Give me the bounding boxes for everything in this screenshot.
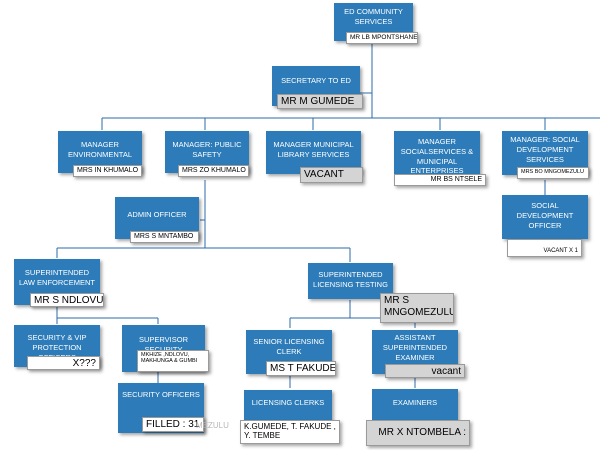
manager-library-name-tag: VACANT [300, 167, 363, 183]
licensing-clerks-name-tag: K.GUMEDE, T. FAKUDE , Y. TEMBE [240, 420, 340, 444]
manager-social-development-name-tag: MRS BO MNGOMEZULU [517, 167, 589, 179]
manager-library-services-box: MANAGER MUNICIPAL LIBRARY SERVICES [266, 131, 361, 174]
security-vip-name-tag: X??? [27, 356, 100, 370]
examiners-name-tag: MR X NTOMBELA : [366, 420, 470, 446]
licensing-testing-name-tag: MR S MNGOMEZULU [380, 293, 454, 323]
law-enforcement-name-tag: MR S NDLOVU [30, 293, 104, 307]
manager-public-safety-name-tag: MRS ZO KHUMALO [178, 165, 249, 177]
senior-licensing-name-tag: MS T FAKUDE [266, 361, 336, 376]
security-officers-name-tag: FILLED : 31 [142, 417, 204, 432]
superintended-licensing-testing-box: SUPERINTENDED LICENSING TESTING [308, 263, 393, 299]
social-development-officer-name-tag: VACANT X 1 [507, 239, 582, 257]
manager-social-services-box: MANAGER SOCIALSERVICES & MUNICIPAL ENTER… [394, 131, 480, 180]
manager-social-services-name-tag: MR BS NTSELE [394, 174, 486, 186]
security-officers-faded-text: MEZULU [196, 421, 229, 430]
social-development-officer-box: SOCIAL DEVELOPMENT OFFICER [502, 195, 588, 239]
assistant-examiner-name-tag: vacant [385, 364, 465, 378]
secretary-name-tag: MR M GUMEDE [277, 94, 363, 109]
supervisor-security-name-tag: MKHIZE ,NDLOVU, MAKHUNGA & GUMBI [137, 350, 209, 372]
manager-environmental-name-tag: MRS IN KHUMALO [73, 165, 142, 177]
admin-officer-name-tag: MRS S MNTAMBO [130, 231, 199, 243]
ed-name-tag: MR LB MPONTSHANE [346, 32, 418, 44]
